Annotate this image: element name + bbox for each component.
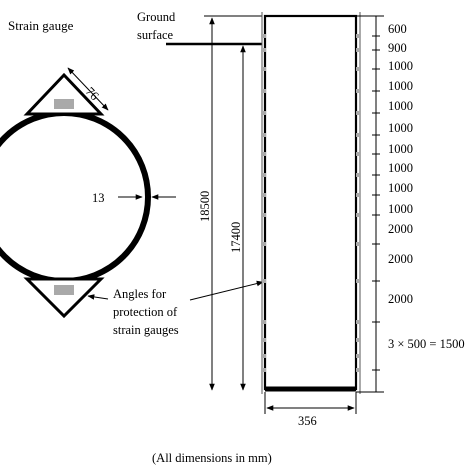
angles-leader-line: [87, 294, 109, 300]
units-note: (All dimensions in mm): [152, 451, 272, 465]
spacing-dimensions: 600 900 1000 1000 1000 1000 1000 1000 1000 1000 20…: [356, 15, 465, 393]
spacing-label: 1000: [388, 202, 413, 216]
wall-strain-gauge: [356, 67, 360, 71]
spacing-label: 3 × 500 = 1500: [388, 337, 465, 351]
wall-strain-gauge: [262, 338, 266, 342]
wall-strain-gauge: [356, 338, 360, 342]
pile-leader-line: [189, 280, 264, 301]
spacing-label: 600: [388, 22, 407, 36]
spacing-label: 2000: [388, 292, 413, 306]
spacing-label: 1000: [388, 161, 413, 175]
cross-section: Strain gauge 76 13: [0, 18, 176, 319]
pile-body: [263, 14, 358, 391]
gauges-left: [262, 34, 266, 372]
spacing-ticks: [372, 15, 380, 393]
wall-strain-gauge: [356, 152, 360, 156]
spacing-label: 1000: [388, 121, 413, 135]
spacing-label: 1000: [388, 142, 413, 156]
wall-strain-gauge: [356, 89, 360, 93]
spacing-label: 1000: [388, 99, 413, 113]
angles-label: Angles for protection of strain gauges: [113, 287, 179, 337]
ground-label-line-1: Ground: [137, 10, 176, 24]
wall-strain-gauge: [262, 193, 266, 197]
strain-gauge-label: Strain gauge: [8, 18, 74, 33]
bottom-protection-angle: [23, 277, 105, 319]
wall-strain-gauge: [262, 133, 266, 137]
wall-strain-gauge: [356, 133, 360, 137]
spacing-label: 1000: [388, 181, 413, 195]
wall-strain-gauge: [262, 152, 266, 156]
wall-strain-gauge: [356, 173, 360, 177]
wall-strain-gauge: [356, 48, 360, 52]
ground-label-line-2: surface: [137, 28, 174, 42]
pile-elevation: 356: [261, 12, 361, 428]
wall-strain-gauge: [356, 279, 360, 283]
wall-strain-gauge: [262, 173, 266, 177]
spacing-label: 900: [388, 41, 407, 55]
wall-strain-gauge: [262, 213, 266, 217]
wall-strain-gauge: [262, 34, 266, 38]
total-length-label: 18500: [198, 191, 212, 222]
spacing-labels: 600 900 1000 1000 1000 1000 1000 1000 1000 1000 20…: [388, 22, 465, 351]
wall-strain-gauge: [262, 354, 266, 358]
wall-strain-gauge: [356, 34, 360, 38]
spacing-label: 2000: [388, 222, 413, 236]
wall-strain-gauge: [356, 193, 360, 197]
wall-strain-gauge: [262, 111, 266, 115]
wall-strain-gauge: [356, 320, 360, 324]
angles-label-line-2: protection of: [113, 305, 178, 319]
spacing-label: 1000: [388, 79, 413, 93]
top-strain-gauge: [54, 99, 74, 109]
wall-strain-gauge: [262, 242, 266, 246]
wall-strain-gauge: [262, 89, 266, 93]
thickness-label: 13: [92, 191, 105, 205]
wall-strain-gauge: [356, 368, 360, 372]
bottom-strain-gauge: [54, 285, 74, 295]
wall-strain-gauge: [262, 320, 266, 324]
angles-label-line-3: strain gauges: [113, 323, 179, 337]
gauges-right: [356, 34, 360, 372]
spacing-label: 1000: [388, 59, 413, 73]
spacing-label: 2000: [388, 252, 413, 266]
wall-strain-gauge: [356, 111, 360, 115]
wall-strain-gauge: [262, 48, 266, 52]
embedded-length-label: 17400: [229, 222, 243, 253]
angles-label-line-1: Angles for: [113, 287, 167, 301]
angle-dimension-line: [67, 67, 109, 111]
wall-strain-gauge: [262, 368, 266, 372]
wall-strain-gauge: [356, 242, 360, 246]
wall-strain-gauge: [262, 67, 266, 71]
elevation-dimensions: Ground surface 18500 17400: [137, 10, 264, 391]
wall-strain-gauge: [356, 213, 360, 217]
diameter-label: 356: [298, 414, 317, 428]
wall-strain-gauge: [356, 354, 360, 358]
wall-strain-gauge: [262, 279, 266, 283]
